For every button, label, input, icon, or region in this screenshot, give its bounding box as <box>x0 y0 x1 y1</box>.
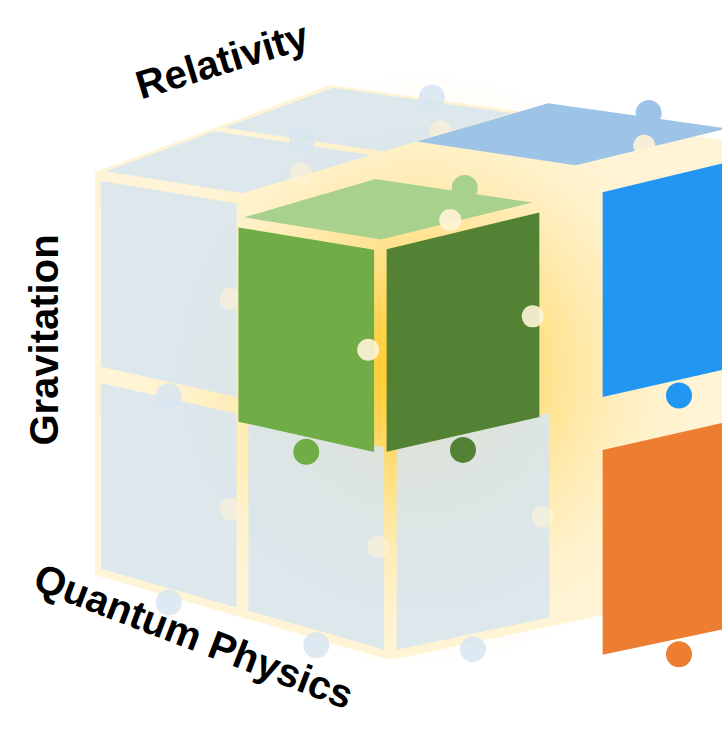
piece-knob <box>303 632 329 658</box>
puzzle-piece <box>603 156 722 409</box>
piece-knob <box>460 636 486 662</box>
piece-knob <box>666 382 692 408</box>
piece-knob <box>293 439 319 465</box>
puzzle-pieces <box>101 84 722 667</box>
piece-body <box>387 212 540 451</box>
piece-socket <box>290 162 312 184</box>
piece-socket <box>367 536 389 558</box>
piece-socket <box>439 209 461 231</box>
piece-socket <box>532 506 554 528</box>
puzzle-piece <box>248 417 389 659</box>
piece-socket <box>357 339 379 361</box>
puzzle-piece <box>417 100 722 165</box>
piece-body <box>101 181 237 397</box>
axis-label: Relativity <box>131 13 314 107</box>
piece-body <box>397 413 550 650</box>
piece-socket <box>522 305 544 327</box>
piece-body <box>101 383 237 607</box>
puzzle-piece <box>603 415 722 667</box>
piece-socket <box>633 135 655 157</box>
piece-knob <box>666 641 692 667</box>
puzzle-piece <box>387 212 544 462</box>
piece-knob <box>636 100 662 126</box>
piece-knob <box>452 175 478 201</box>
piece-knob <box>419 84 445 110</box>
piece-body <box>238 227 374 451</box>
puzzle-piece <box>397 413 554 662</box>
axis-label: Gravitation <box>22 234 66 445</box>
piece-body <box>603 156 722 398</box>
puzzle-piece <box>238 227 379 464</box>
puzzle-piece <box>101 383 242 616</box>
piece-body <box>603 415 722 654</box>
piece-socket <box>220 498 242 520</box>
puzzle-piece <box>101 181 242 409</box>
piece-knob <box>450 437 476 463</box>
piece-body <box>417 103 722 165</box>
puzzle-piece <box>244 175 532 240</box>
piece-body <box>244 179 532 239</box>
piece-body <box>248 417 384 650</box>
